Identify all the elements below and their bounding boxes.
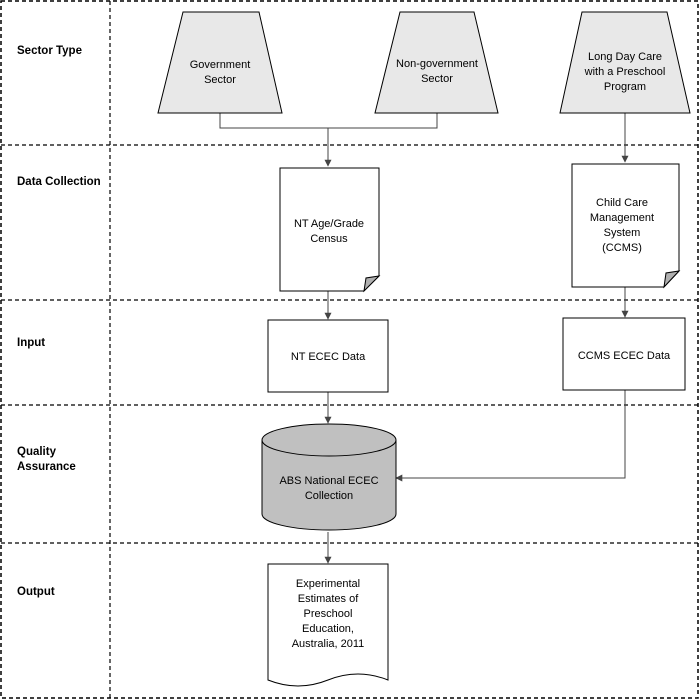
nt-census-fold xyxy=(363,275,381,293)
long-day-care-shape xyxy=(559,11,691,114)
ccms-label-line2: Management xyxy=(590,212,654,224)
long-day-care-label-line3: Program xyxy=(604,81,646,93)
output-estimates-label-line2: Estimates of xyxy=(298,593,359,605)
arrow-ccms-data-to-abs xyxy=(395,390,626,482)
government-sector-label-line1: Government xyxy=(190,59,251,71)
government-sector-shape xyxy=(157,11,283,114)
ccms-fold xyxy=(663,270,681,289)
ccms-ecec-data-label: CCMS ECEC Data xyxy=(578,350,671,362)
non-government-sector-shape xyxy=(374,11,499,114)
sector-merge-connector xyxy=(219,113,438,129)
nt-census-label-line2: Census xyxy=(310,233,348,245)
abs-collection-top xyxy=(261,423,397,457)
ccms-label-line4: (CCMS) xyxy=(602,242,642,254)
nt-ecec-data-node: NT ECEC Data xyxy=(267,319,389,393)
output-estimates-label-line5: Australia, 2011 xyxy=(292,638,365,650)
ccms-label-line1: Child Care xyxy=(596,197,648,209)
ccms-ecec-data-shape xyxy=(562,317,686,391)
lane-label-data-collection: Data Collection xyxy=(17,176,101,188)
abs-collection-label-line1: ABS National ECEC xyxy=(279,475,378,487)
nt-census-node: NT Age/Grade Census xyxy=(279,167,381,293)
ccms-node: Child Care Management System (CCMS) xyxy=(571,163,681,289)
ccms-shape xyxy=(571,163,680,288)
abs-collection-node: ABS National ECEC Collection xyxy=(261,423,397,531)
output-estimates-label-line4: Education, xyxy=(302,623,354,635)
non-government-sector-label-line1: Non-government xyxy=(396,58,478,70)
lane-label-quality-assurance-line2: Assurance xyxy=(17,461,76,473)
nt-census-label-line1: NT Age/Grade xyxy=(294,218,364,230)
long-day-care-label-line2: with a Preschool xyxy=(584,66,666,78)
nt-ecec-data-label: NT ECEC Data xyxy=(291,351,366,363)
lane-label-input: Input xyxy=(17,337,45,349)
lane-label-sector-type: Sector Type xyxy=(17,45,82,57)
lane-label-quality-assurance-line1: Quality xyxy=(17,446,57,458)
output-estimates-label-line1: Experimental xyxy=(296,578,360,590)
government-sector-node: Government Sector xyxy=(157,11,283,114)
output-estimates-node: Experimental Estimates of Preschool Educ… xyxy=(267,563,389,687)
ccms-label-line3: System xyxy=(604,227,641,239)
non-government-sector-node: Non-government Sector xyxy=(374,11,499,114)
ccms-ecec-data-node: CCMS ECEC Data xyxy=(562,317,686,391)
abs-collection-body xyxy=(261,440,397,531)
output-estimates-label-line3: Preschool xyxy=(304,608,353,620)
nt-ecec-data-shape xyxy=(267,319,389,393)
government-sector-label-line2: Sector xyxy=(204,74,236,86)
lane-label-output: Output xyxy=(17,586,55,598)
output-estimates-shape xyxy=(267,563,389,687)
abs-collection-label-line2: Collection xyxy=(305,490,353,502)
long-day-care-label-line1: Long Day Care xyxy=(588,51,662,63)
non-government-sector-label-line2: Sector xyxy=(421,73,453,85)
long-day-care-node: Long Day Care with a Preschool Program xyxy=(559,11,691,114)
